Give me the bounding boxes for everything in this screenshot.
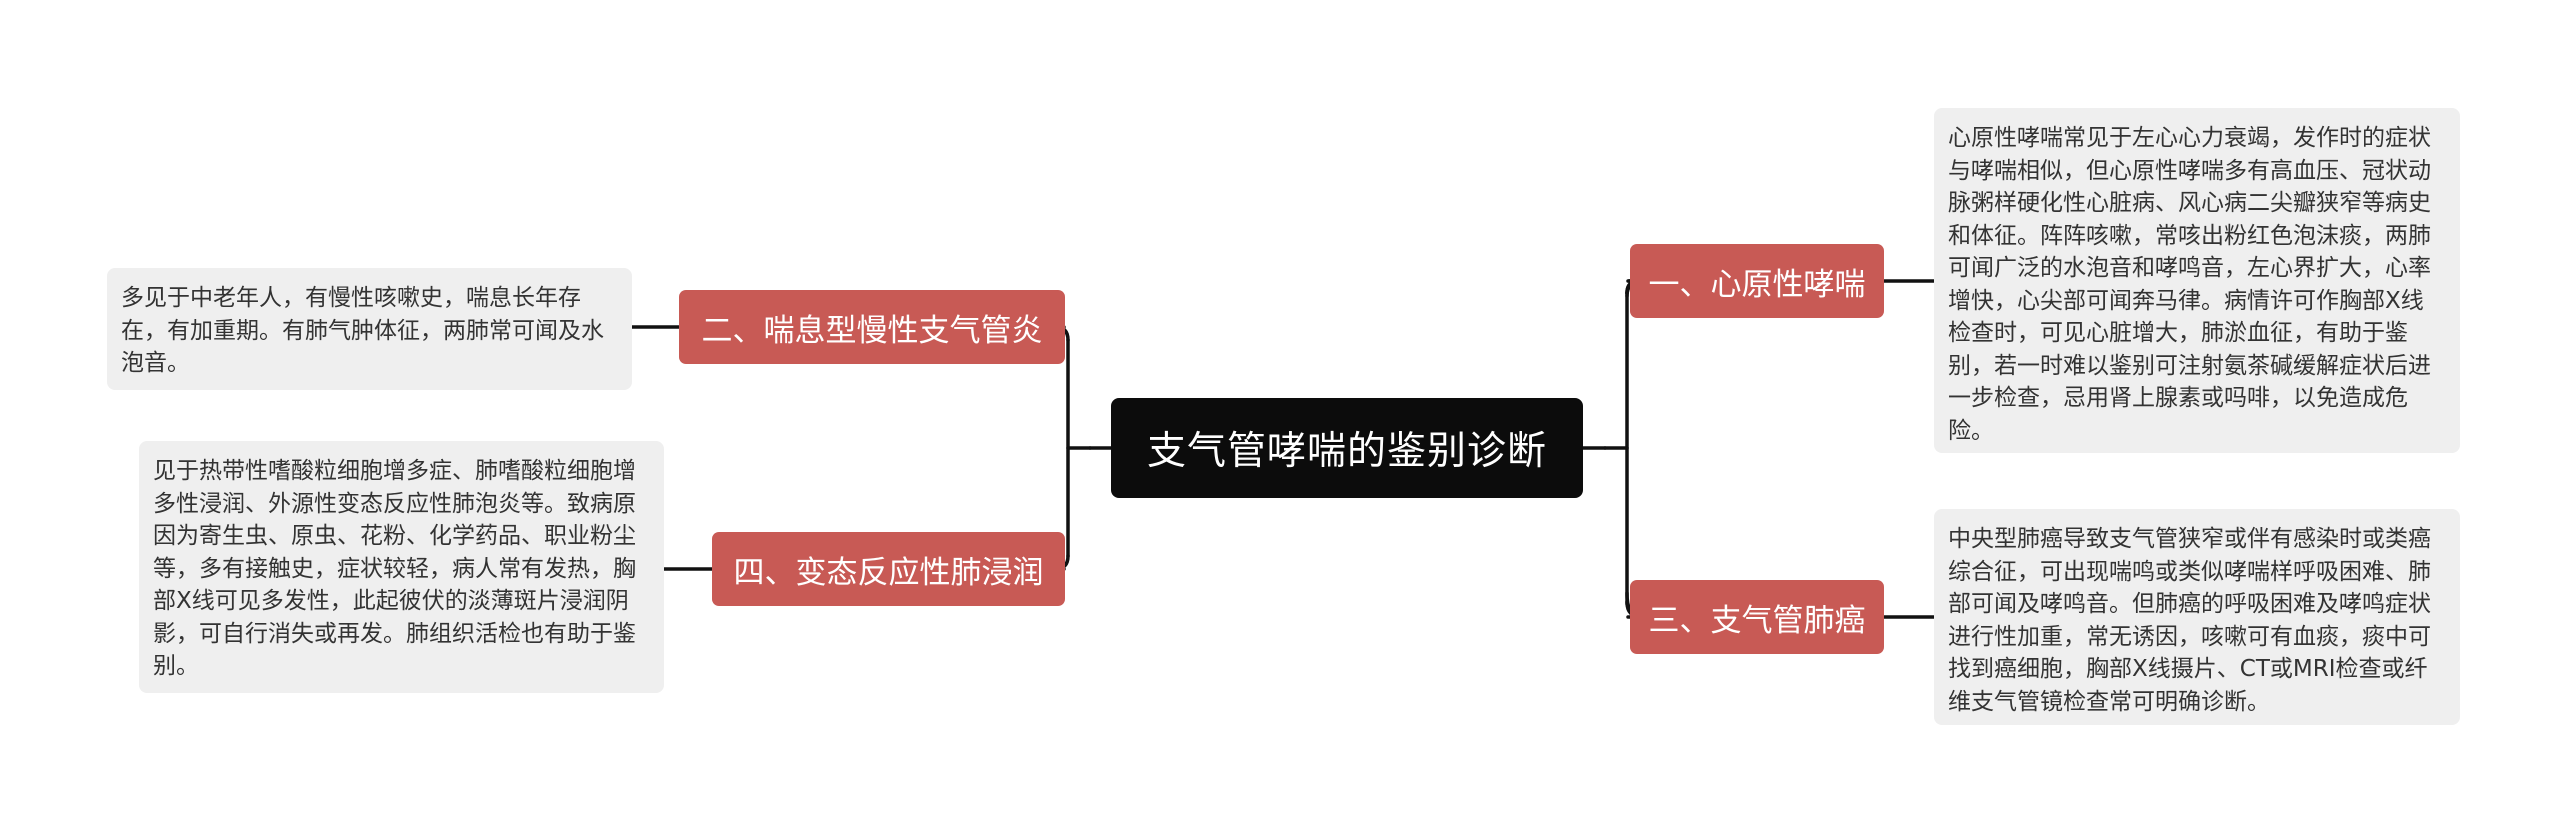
center-topic: 支气管哮喘的鉴别诊断 [1111,398,1583,498]
note-bronchial-lung-cancer: 中央型肺癌导致支气管狭窄或伴有感染时或类癌综合征，可出现喘鸣或类似哮喘样呼吸困难… [1934,509,2460,725]
branch-bronchial-lung-cancer: 三、支气管肺癌 [1630,580,1884,654]
branch-cardiac-asthma: 一、心原性哮喘 [1630,244,1884,318]
branch-asthmatic-chronic-bronchitis: 二、喘息型慢性支气管炎 [679,290,1065,364]
note-asthmatic-chronic-bronchitis: 多见于中老年人，有慢性咳嗽史，喘息长年存在，有加重期。有肺气肿体征，两肺常可闻及… [107,268,632,390]
note-cardiac-asthma: 心原性哮喘常见于左心心力衰竭，发作时的症状与哮喘相似，但心原性哮喘多有高血压、冠… [1934,108,2460,453]
branch-allergic-pulmonary-infiltration: 四、变态反应性肺浸润 [712,532,1065,606]
note-allergic-pulmonary-infiltration: 见于热带性嗜酸粒细胞增多症、肺嗜酸粒细胞增多性浸润、外源性变态反应性肺泡炎等。致… [139,441,664,693]
